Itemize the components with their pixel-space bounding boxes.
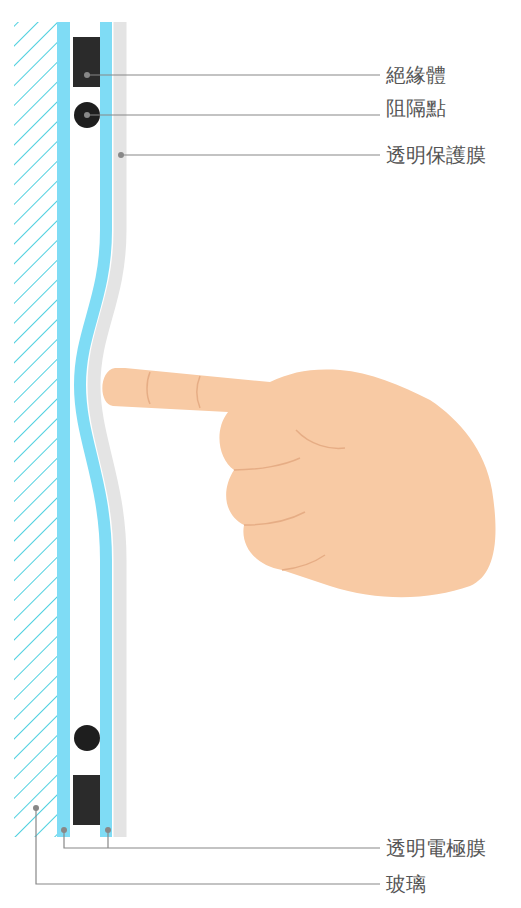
insulator-block bbox=[73, 775, 100, 825]
leader-lines bbox=[33, 72, 380, 884]
part-label: 阻隔點 bbox=[384, 96, 448, 120]
part-label: 透明保護膜 bbox=[384, 143, 488, 167]
electrode-film bbox=[57, 22, 70, 837]
spacer-dot bbox=[74, 725, 100, 751]
part-label: 透明電極膜 bbox=[384, 836, 488, 860]
hand bbox=[102, 368, 495, 597]
glass-hatching bbox=[14, 22, 57, 837]
part-label: 玻璃 bbox=[384, 872, 428, 896]
part-label: 絕緣體 bbox=[384, 63, 448, 87]
insulator-block bbox=[73, 37, 100, 87]
electrode-film bbox=[80, 22, 106, 837]
